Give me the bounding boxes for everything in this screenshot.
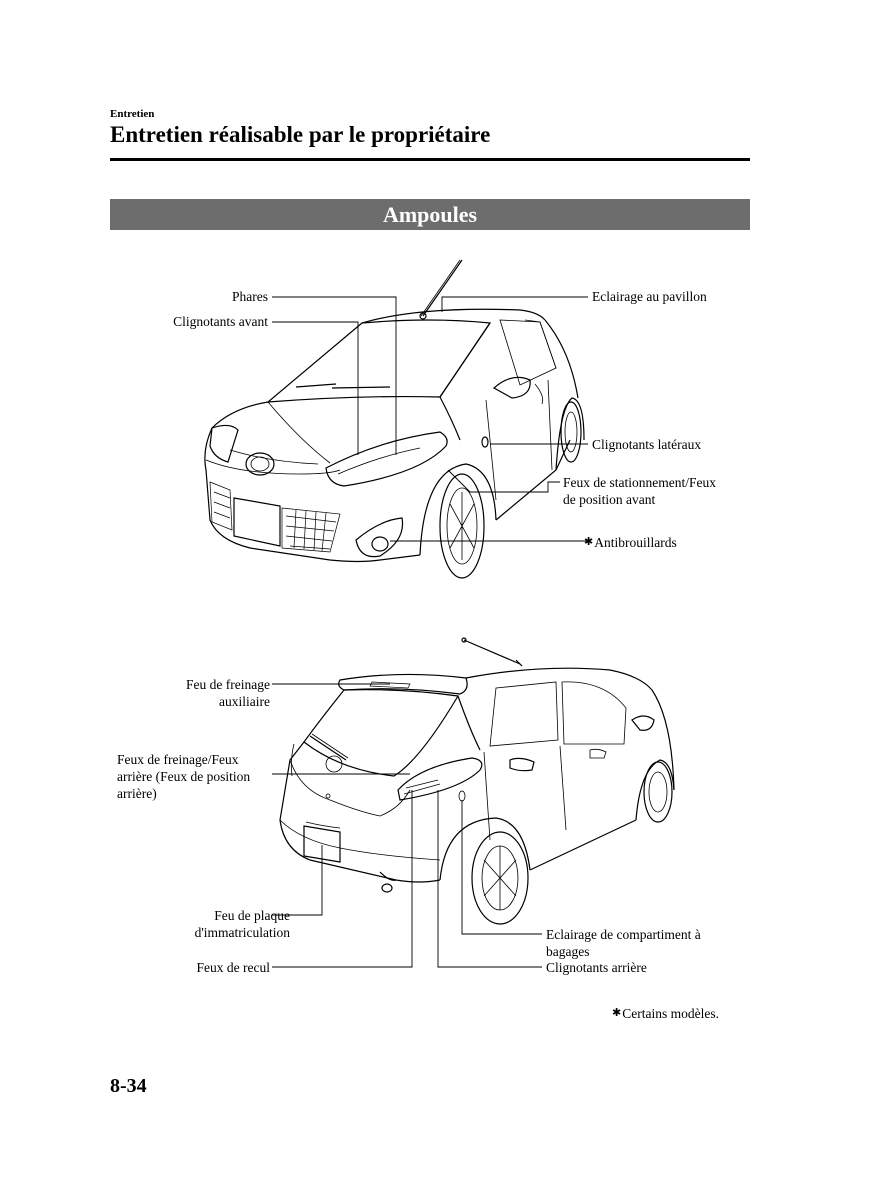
- label-clignotants-avant: Clignotants avant: [173, 314, 268, 329]
- car-rear-illustration: [279, 637, 675, 925]
- label-feu-freinage-aux-line1: Feu de freinage: [186, 677, 270, 692]
- title-divider: [110, 158, 750, 161]
- label-plaque-line1: Feu de plaque: [214, 908, 290, 923]
- label-feux-freinage-line3: arrière): [117, 786, 157, 801]
- label-compartiment-line1: Eclairage de compartiment à: [546, 927, 701, 942]
- label-phares: Phares: [232, 289, 268, 304]
- page-number: 8-34: [110, 1075, 147, 1097]
- label-eclairage-pavillon: Eclairage au pavillon: [592, 289, 707, 304]
- section-label: Entretien: [110, 108, 155, 120]
- rear-leader-lines: [272, 683, 542, 968]
- label-feux-stationnement-line2: de position avant: [563, 492, 656, 507]
- label-plaque-line2: d'immatriculation: [194, 925, 290, 940]
- label-antibrouillards: ✱Antibrouillards: [584, 535, 677, 550]
- label-feux-stationnement-line1: Feux de stationnement/Feux: [563, 475, 716, 490]
- section-banner: Ampoules: [110, 199, 750, 230]
- label-feu-freinage-aux-line2: auxiliaire: [219, 694, 270, 709]
- page-title: Entretien réalisable par le propriétaire: [110, 122, 491, 147]
- label-clignotants-lateraux: Clignotants latéraux: [592, 437, 702, 452]
- front-leader-lines: [272, 296, 588, 542]
- label-feux-freinage-line1: Feux de freinage/Feux: [117, 752, 239, 767]
- label-recul: Feux de recul: [196, 960, 270, 975]
- label-compartiment-line2: bagages: [546, 944, 590, 959]
- label-clignotants-arriere: Clignotants arrière: [546, 960, 647, 975]
- car-front-illustration: [204, 259, 585, 579]
- footnote-marker: ✱: [612, 1007, 622, 1019]
- footnote-text: Certains modèles.: [622, 1006, 719, 1021]
- optional-marker: ✱: [584, 536, 594, 548]
- footnote: ✱Certains modèles.: [612, 1006, 719, 1022]
- label-feux-freinage-line2: arrière (Feux de position: [117, 769, 251, 784]
